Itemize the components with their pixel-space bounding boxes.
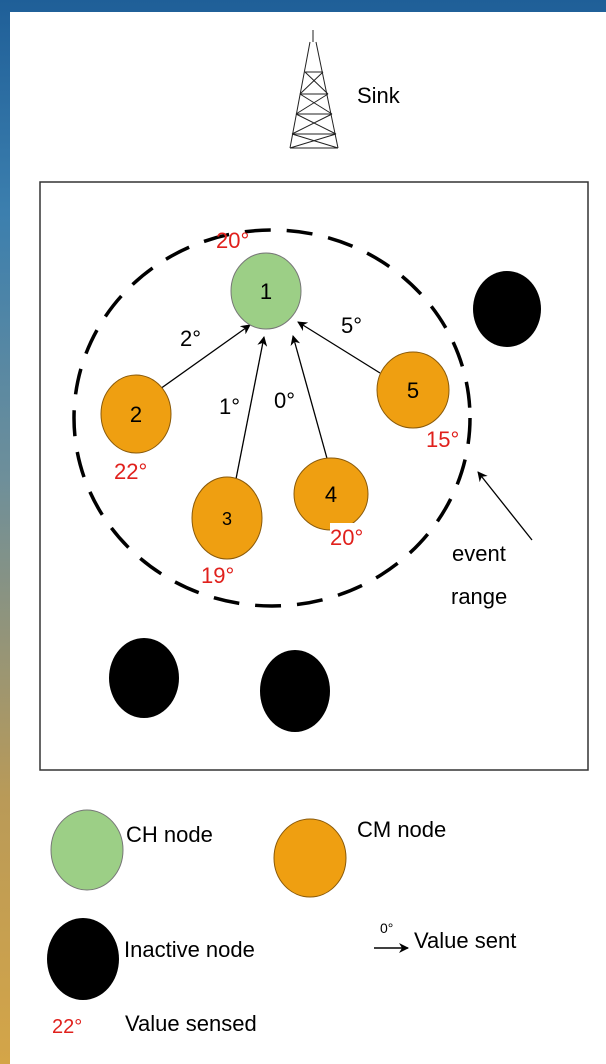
legend-value-sensed-example: 22° [52, 1016, 82, 1038]
legend-value-sensed-label: Value sensed [125, 1011, 257, 1036]
sensed-value: 22° [114, 459, 147, 484]
legend: CH node CM node Inactive node 0° Value s… [47, 809, 516, 1038]
sent-value-label: 0° [274, 388, 295, 413]
sink-tower-icon [289, 30, 339, 149]
sensed-value: 19° [201, 563, 234, 588]
sensed-value: 20° [330, 525, 363, 550]
legend-value-sent-example: 0° [380, 920, 393, 936]
event-range-circle [72, 228, 472, 608]
legend-inactive-node-label: Inactive node [124, 937, 255, 962]
legend-cm-node-label: CM node [357, 817, 446, 842]
value-sent-arrow [234, 336, 268, 485]
network-diagram: Sink 1 20° 2 22° 3 19° 4 20° 5 [39, 30, 589, 1038]
event-range-pointer-arrow [477, 471, 533, 541]
sink-label: Sink [357, 83, 401, 108]
cm-node-3: 3 [191, 476, 263, 560]
node-id: 1 [260, 279, 272, 304]
legend-cm-node-swatch [273, 818, 347, 898]
node-id: 2 [130, 402, 142, 427]
node-id: 3 [222, 509, 232, 529]
node-id: 4 [325, 482, 337, 507]
sensed-value: 15° [426, 427, 459, 452]
event-range-label: event [452, 541, 506, 566]
value-sent-arrow [159, 324, 251, 390]
inactive-node [473, 271, 541, 347]
cm-node-2: 2 [100, 374, 172, 454]
value-sent-arrow [297, 321, 381, 374]
legend-value-sent-label: Value sent [414, 928, 516, 953]
sent-value-label: 1° [219, 394, 240, 419]
legend-ch-node-swatch [50, 809, 124, 891]
slide-panel: Sink 1 20° 2 22° 3 19° 4 20° 5 [10, 12, 606, 1064]
inactive-node [260, 650, 330, 732]
cm-node-5: 5 [376, 351, 450, 429]
legend-ch-node-label: CH node [126, 822, 213, 847]
sensed-value: 20° [216, 228, 249, 253]
event-range-label: range [451, 584, 507, 609]
legend-inactive-node-swatch [47, 918, 119, 1000]
sent-value-label: 5° [341, 313, 362, 338]
ch-node-1: 1 [230, 252, 302, 330]
sent-value-label: 2° [180, 326, 201, 351]
sensor-field-boundary [39, 181, 589, 771]
inactive-node [109, 638, 179, 718]
node-id: 5 [407, 378, 419, 403]
cm-node-4: 4 [293, 457, 369, 531]
value-sent-arrow [290, 335, 329, 463]
